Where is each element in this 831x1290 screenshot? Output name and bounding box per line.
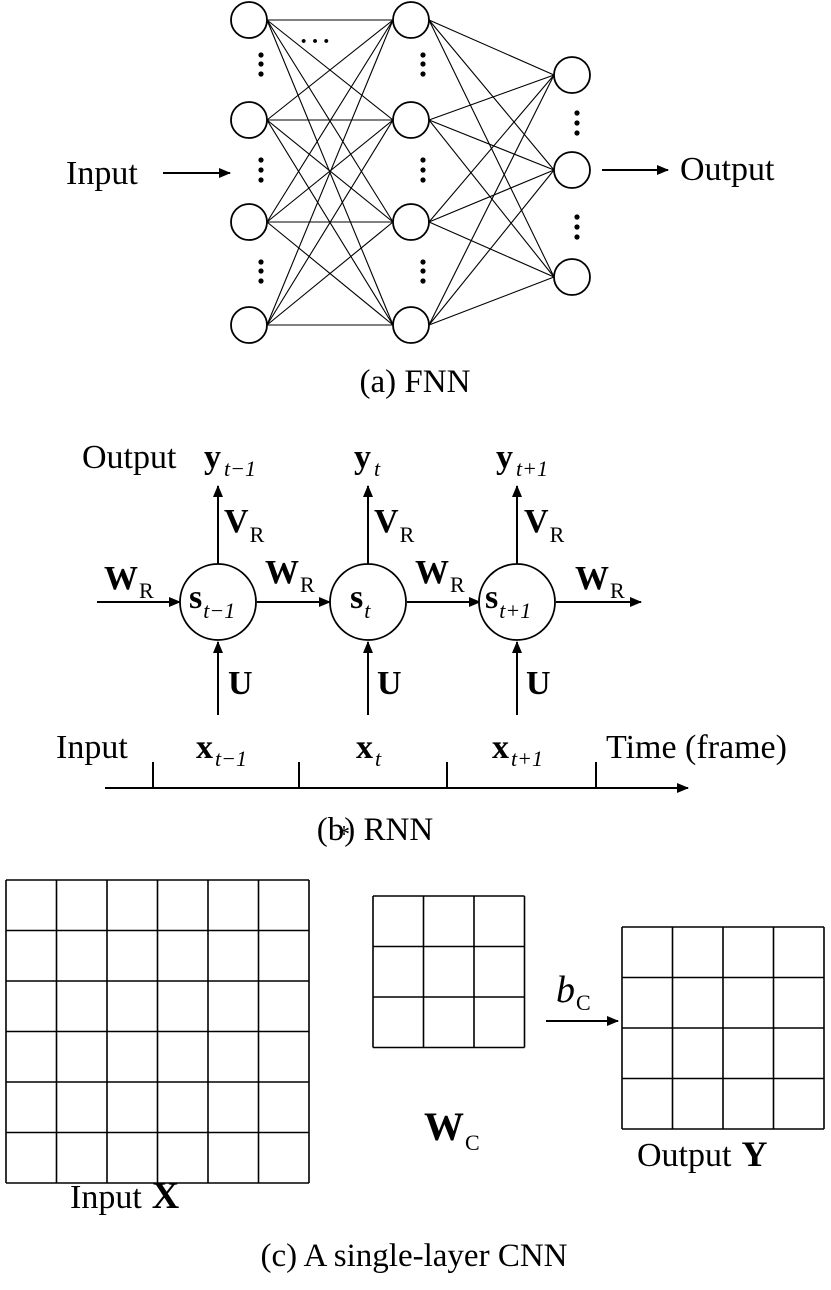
fnn-ellipsis-dot-5-1 bbox=[420, 268, 426, 274]
rnn-caption: (b) RNN bbox=[317, 812, 434, 848]
fnn-ellipsis-dot-3-1 bbox=[420, 61, 426, 67]
rnn-v-label-2: VR bbox=[524, 503, 565, 547]
rnn-u-label-1: U bbox=[377, 665, 402, 702]
fnn-connection-1-0-1 bbox=[428, 19, 555, 171]
fnn-ellipsis-dot-0-0 bbox=[258, 52, 264, 58]
fnn-connection-1-1-0 bbox=[428, 74, 555, 121]
fnn-ellipsis-dot-3-2 bbox=[420, 71, 426, 77]
fnn-ellipsis-dot-2-0 bbox=[258, 259, 264, 265]
cnn-output-grid bbox=[621, 926, 825, 1130]
fnn-ellipsis-dot-4-0 bbox=[420, 157, 426, 163]
rnn-state-node-1 bbox=[329, 563, 407, 641]
fnn-connection-1-3-0 bbox=[428, 74, 555, 326]
fnn-connection-0-3-2 bbox=[266, 221, 394, 326]
rnn-time-label: Time (frame) bbox=[606, 729, 787, 766]
rnn-w-label-2: WR bbox=[415, 554, 465, 597]
fnn-connection-0-3-0 bbox=[266, 19, 394, 326]
fnn-connection-1-2-0 bbox=[428, 74, 555, 223]
fnn-connection-1-1-1 bbox=[428, 119, 555, 171]
fnn-node-0-0 bbox=[230, 1, 268, 39]
fnn-connection-1-2-2 bbox=[428, 221, 555, 278]
fnn-ellipsis-dot-7-0 bbox=[574, 214, 580, 220]
cnn-kernel-grid bbox=[372, 895, 526, 1049]
fnn-node-1-1 bbox=[392, 101, 430, 139]
fnn-caption: (a) FNN bbox=[360, 364, 471, 400]
fnn-node-2-2 bbox=[553, 258, 591, 296]
fnn-node-0-1 bbox=[230, 101, 268, 139]
rnn-state-node-2 bbox=[478, 563, 556, 641]
rnn-state-label-2: st+1 bbox=[485, 579, 531, 623]
fnn-node-1-2 bbox=[392, 203, 430, 241]
rnn-input-x-1: xt bbox=[356, 729, 382, 771]
cnn-operator: * bbox=[338, 822, 350, 848]
fnn-node-2-0 bbox=[553, 56, 591, 94]
fnn-node-1-0 bbox=[392, 1, 430, 39]
fnn-ellipsis-dot-6-2 bbox=[574, 130, 580, 136]
fnn-ellipsis-dot-3-0 bbox=[420, 52, 426, 58]
fnn-input-label: Input bbox=[66, 155, 138, 192]
fnn-ellipsis-dot-1-1 bbox=[258, 167, 264, 173]
fnn-connection-1-2-1 bbox=[428, 169, 555, 223]
rnn-state-node-0 bbox=[179, 563, 257, 641]
fnn-connection-0-2-1 bbox=[266, 119, 394, 223]
cnn-bias-label: bC bbox=[556, 969, 591, 1015]
fnn-ellipsis-dot-0-2 bbox=[258, 71, 264, 77]
fnn-ellipsis-dot-1-0 bbox=[258, 157, 264, 163]
rnn-state-label-1: st bbox=[350, 579, 371, 623]
rnn-v-label-1: VR bbox=[374, 503, 415, 547]
fnn-connection-1-0-0 bbox=[428, 19, 555, 76]
cnn-input-grid bbox=[5, 879, 310, 1184]
fnn-ellipsis-dot-1-2 bbox=[258, 177, 264, 183]
cnn-caption: (c) A single-layer CNN bbox=[260, 1238, 567, 1274]
fnn-panel: ··· Input Output (a) FNN bbox=[66, 1, 775, 400]
fnn-ellipsis-dot-5-0 bbox=[420, 259, 426, 265]
rnn-w-label-1: WR bbox=[265, 554, 315, 597]
fnn-ellipsis-dot-7-2 bbox=[574, 234, 580, 240]
fnn-node-0-2 bbox=[230, 203, 268, 241]
rnn-state-label-0: st−1 bbox=[189, 579, 235, 623]
rnn-u-label-0: U bbox=[228, 665, 253, 702]
fnn-node-0-3 bbox=[230, 306, 268, 344]
fnn-connection-0-2-0 bbox=[266, 19, 394, 223]
fnn-output-label: Output bbox=[680, 151, 775, 188]
fnn-ellipsis-dot-4-2 bbox=[420, 177, 426, 183]
fnn-nodes bbox=[230, 1, 591, 344]
fnn-ellipsis-dot-5-2 bbox=[420, 278, 426, 284]
rnn-input-x-2: xt+1 bbox=[492, 729, 543, 771]
fnn-vertical-ellipses bbox=[258, 52, 580, 284]
fnn-connection-1-3-2 bbox=[428, 276, 555, 326]
rnn-w-label-3: WR bbox=[575, 560, 625, 603]
fnn-node-2-1 bbox=[553, 151, 591, 189]
cnn-kernel-label: WC bbox=[424, 1104, 480, 1155]
fnn-ellipsis-dot-7-1 bbox=[574, 224, 580, 230]
fnn-ellipsis-dot-2-2 bbox=[258, 278, 264, 284]
fnn-ellipsis-dot-2-1 bbox=[258, 268, 264, 274]
fnn-connection-0-3-1 bbox=[266, 119, 394, 326]
fnn-ellipsis-dot-6-1 bbox=[574, 120, 580, 126]
fnn-ellipsis-dot-6-0 bbox=[574, 110, 580, 116]
fnn-node-1-3 bbox=[392, 306, 430, 344]
rnn-input-label: Input bbox=[56, 729, 128, 766]
fnn-connection-0-1-0 bbox=[266, 19, 394, 121]
rnn-w-label-0: WR bbox=[104, 560, 154, 603]
rnn-v-label-0: VR bbox=[224, 503, 265, 547]
rnn-input-x-0: xt−1 bbox=[196, 729, 247, 771]
fnn-connections bbox=[266, 19, 555, 326]
fnn-connection-1-1-2 bbox=[428, 119, 555, 278]
rnn-u-label-2: U bbox=[526, 665, 551, 702]
fnn-hidden-ellipsis: ··· bbox=[298, 23, 332, 60]
fnn-connection-1-3-1 bbox=[428, 169, 555, 326]
fnn-ellipsis-dot-0-1 bbox=[258, 61, 264, 67]
rnn-output-label: Output bbox=[82, 439, 177, 476]
fnn-ellipsis-dot-4-1 bbox=[420, 167, 426, 173]
